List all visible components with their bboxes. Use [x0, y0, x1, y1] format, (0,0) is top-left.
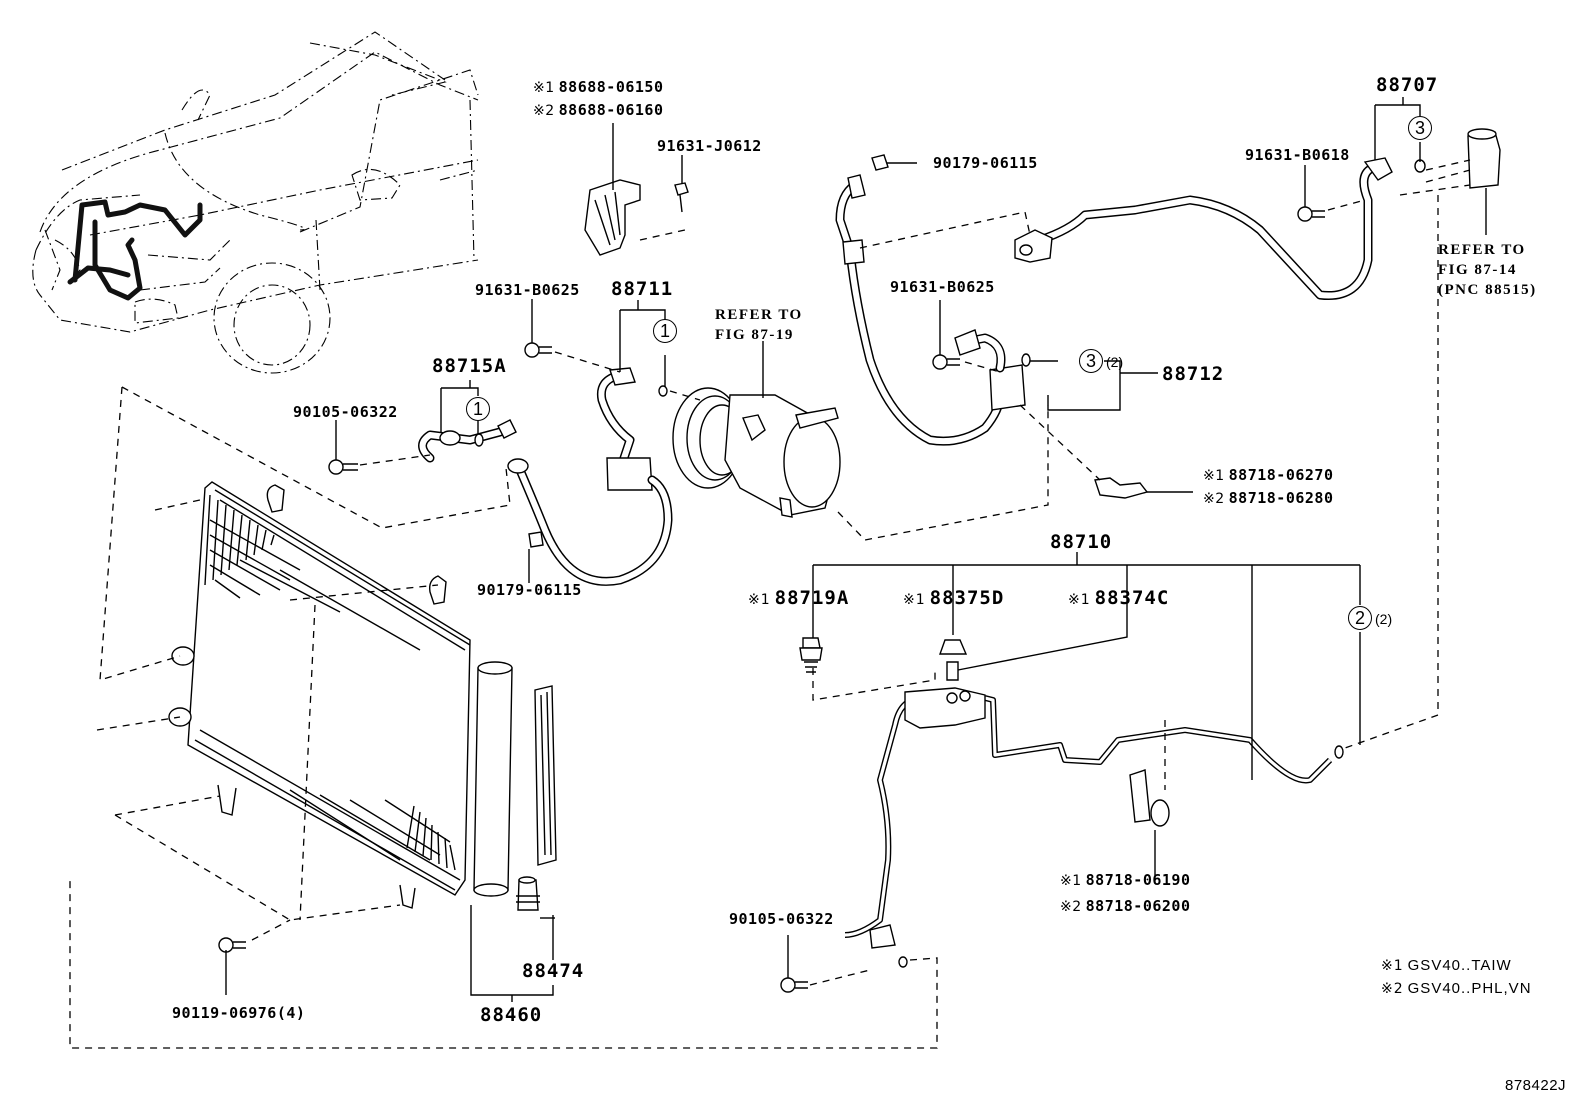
- service-valve-illustration: [946, 661, 959, 681]
- o-ring-key-3-88707[interactable]: 3: [1408, 116, 1432, 140]
- legend-mark: ※2: [1381, 981, 1404, 997]
- part-number-88718-06190[interactable]: 88718-06190: [1085, 871, 1191, 889]
- refer-to-fig-87-14[interactable]: REFER TO FIG 87-14 (PNC 88515): [1438, 240, 1537, 300]
- legend-mark: ※1: [1381, 958, 1404, 974]
- refer-text-line1: REFER TO: [715, 307, 803, 323]
- tube-88710-illustration: [844, 687, 1344, 949]
- clamp-88718-06190-illustration: [1129, 769, 1170, 827]
- note-mark-1: ※1: [1060, 873, 1082, 889]
- part-number-91631-b0618[interactable]: 91631-B0618: [1245, 146, 1350, 164]
- hose-88711-illustration: [507, 367, 673, 586]
- part-number-90105-06322-bottom[interactable]: 90105-06322: [729, 910, 834, 928]
- condenser-illustration: [168, 481, 557, 911]
- note-mark-1: ※1: [903, 592, 926, 608]
- part-number-88715a[interactable]: 88715A: [432, 355, 507, 377]
- part-number-91631-j0612[interactable]: 91631-J0612: [657, 137, 762, 155]
- o-ring-qty-88712: (2): [1106, 354, 1124, 370]
- condenser-fins: [204, 494, 456, 871]
- note-mark-2: ※2: [533, 103, 555, 119]
- part-number-88375d[interactable]: 88375D: [929, 587, 1005, 609]
- part-number-88718-06280[interactable]: 88718-06280: [1228, 489, 1334, 507]
- o-ring-qty-88710: (2): [1375, 611, 1393, 627]
- part-number-90119-06976[interactable]: 90119-06976(4): [172, 1004, 306, 1022]
- refer-text-line2: FIG 87-19: [715, 327, 794, 343]
- part-number-88474[interactable]: 88474: [522, 960, 585, 982]
- assembly-dashed-lines: [69, 159, 1471, 1049]
- refer-text-line2: FIG 87-14: [1438, 262, 1517, 278]
- tube-88715a-illustration: [418, 419, 517, 463]
- part-number-88711[interactable]: 88711: [611, 278, 674, 300]
- part-number-91631-b0625-right[interactable]: 91631-B0625: [890, 278, 995, 296]
- part-number-90179-06115-top[interactable]: 90179-06115: [933, 154, 1038, 172]
- vehicle-outline-illustration: [32, 31, 479, 374]
- part-number-88460[interactable]: 88460: [480, 1004, 543, 1026]
- part-number-88718-06270[interactable]: 88718-06270: [1228, 466, 1334, 484]
- pressure-switch-illustration: [799, 637, 823, 673]
- fasteners: [218, 154, 1325, 993]
- expansion-valve-illustration: [1467, 128, 1501, 189]
- part-number-90179-06115-left[interactable]: 90179-06115: [477, 581, 582, 599]
- legend-text: GSV40..PHL,VN: [1407, 980, 1532, 997]
- o-ring-key-2-88710[interactable]: 2: [1348, 606, 1372, 630]
- note-mark-2: ※2: [1203, 491, 1225, 507]
- tube-88707-illustration: [1014, 157, 1426, 301]
- part-number-88688-06150[interactable]: 88688-06150: [558, 78, 664, 96]
- clamp-88718-06270-illustration: [1094, 477, 1149, 499]
- bracket-88688-illustration: [584, 179, 641, 256]
- refer-text-line1: REFER TO: [1438, 242, 1526, 258]
- note-mark-1: ※1: [1203, 468, 1225, 484]
- part-number-88688-06160[interactable]: 88688-06160: [558, 101, 664, 119]
- o-ring-key-1-88711[interactable]: 1: [653, 319, 677, 343]
- o-ring-key-3-88712[interactable]: 3: [1079, 349, 1103, 373]
- valve-cap-illustration: [939, 639, 968, 655]
- wiring-harness-highlight: [72, 199, 203, 283]
- part-number-88707[interactable]: 88707: [1376, 74, 1439, 96]
- part-number-88374c[interactable]: 88374C: [1094, 587, 1170, 609]
- part-number-88712[interactable]: 88712: [1162, 363, 1225, 385]
- note-mark-1: ※1: [748, 592, 771, 608]
- note-mark-2: ※2: [1060, 899, 1082, 915]
- refer-text-line3: (PNC 88515): [1438, 282, 1537, 298]
- leader-lines: [225, 97, 1487, 1002]
- refer-to-fig-87-19[interactable]: REFER TO FIG 87-19: [715, 305, 803, 345]
- note-mark-1: ※1: [1068, 592, 1091, 608]
- legend-text: GSV40..TAIW: [1407, 957, 1512, 974]
- compressor-illustration: [672, 387, 841, 518]
- part-number-88710[interactable]: 88710: [1050, 531, 1113, 553]
- hose-88712-illustration: [835, 174, 1031, 446]
- part-number-88718-06200[interactable]: 88718-06200: [1085, 897, 1191, 915]
- part-number-90105-06322-left[interactable]: 90105-06322: [293, 403, 398, 421]
- note-mark-1: ※1: [533, 80, 555, 96]
- part-number-91631-b0625-left[interactable]: 91631-B0625: [475, 281, 580, 299]
- figure-id: 878422J: [1505, 1077, 1567, 1094]
- o-ring-key-1-88715a[interactable]: 1: [466, 397, 490, 421]
- part-number-88719a[interactable]: 88719A: [774, 587, 850, 609]
